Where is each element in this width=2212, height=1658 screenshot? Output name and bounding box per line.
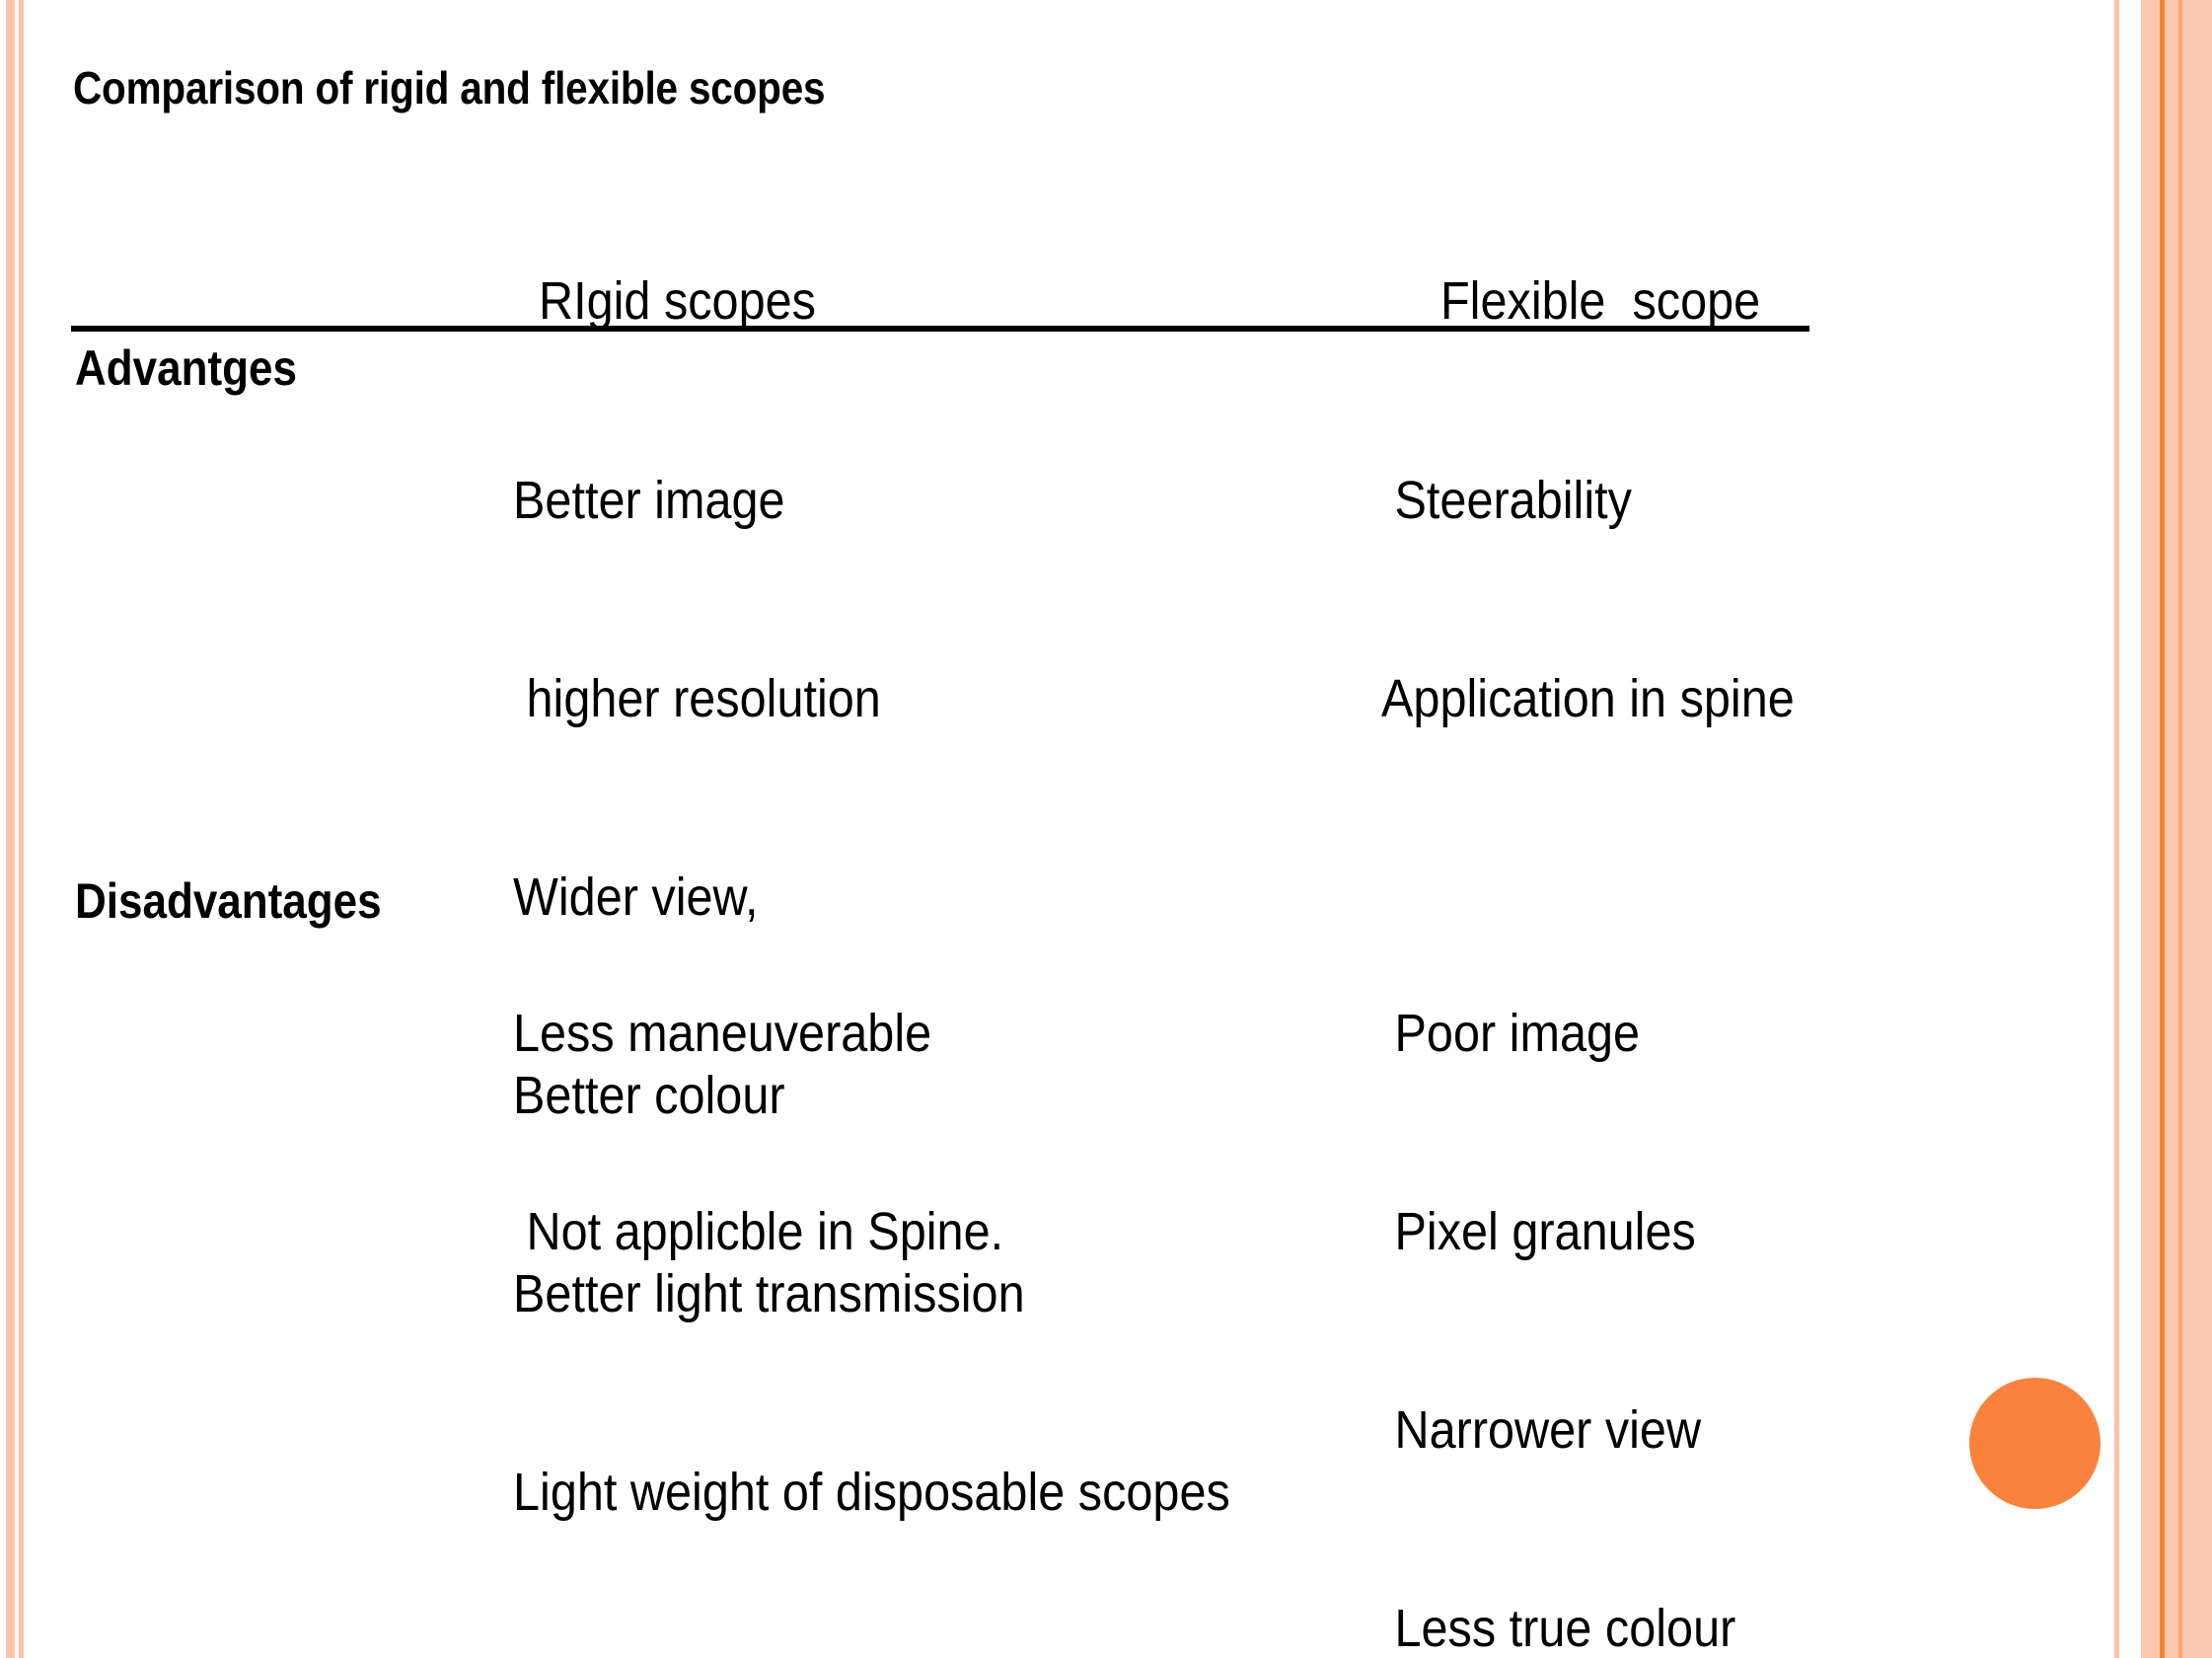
list-item: Light weight of disposable scopes	[513, 1463, 1230, 1522]
list-item: higher resolution	[513, 669, 881, 728]
list-item: Wider view,	[513, 867, 759, 927]
list-item: Steerability	[1381, 471, 1632, 530]
list-item: Application in spine	[1381, 669, 1795, 728]
list-item: Less maneuverable	[513, 1004, 932, 1063]
orange-circle-decoration	[1969, 1378, 2101, 1509]
list-item: Better light transmission	[513, 1264, 1025, 1323]
cell-disadvantages-flexible: Poor image Pixel granules Narrower view …	[1381, 868, 1970, 1658]
list-item: Not applicble in Spine.	[513, 1202, 1004, 1261]
cell-advantages-rigid: Better image higher resolution Wider vie…	[513, 336, 1230, 1658]
cell-disadvantages-rigid: Less maneuverable Not applicble in Spine…	[513, 868, 1003, 1397]
page-title: Comparison of rigid and flexible scopes	[73, 62, 826, 113]
list-item: Narrower view	[1381, 1400, 1702, 1460]
cell-advantages-flexible: Steerability Application in spine	[1381, 336, 1795, 865]
column-header-flexible: Flexible scope	[1440, 271, 1761, 331]
list-item: Less true colour	[1381, 1599, 1736, 1658]
row-label-advantages: Advantges	[75, 340, 297, 396]
row-label-disadvantages: Disadvantages	[75, 873, 382, 929]
list-item: Better colour	[513, 1066, 785, 1125]
column-header-rigid: RIgid scopes	[539, 271, 816, 331]
list-item: Poor image	[1381, 1004, 1641, 1063]
list-item: Pixel granules	[1381, 1202, 1696, 1261]
list-item: Better image	[513, 471, 785, 530]
header-divider-rule	[71, 326, 1809, 332]
